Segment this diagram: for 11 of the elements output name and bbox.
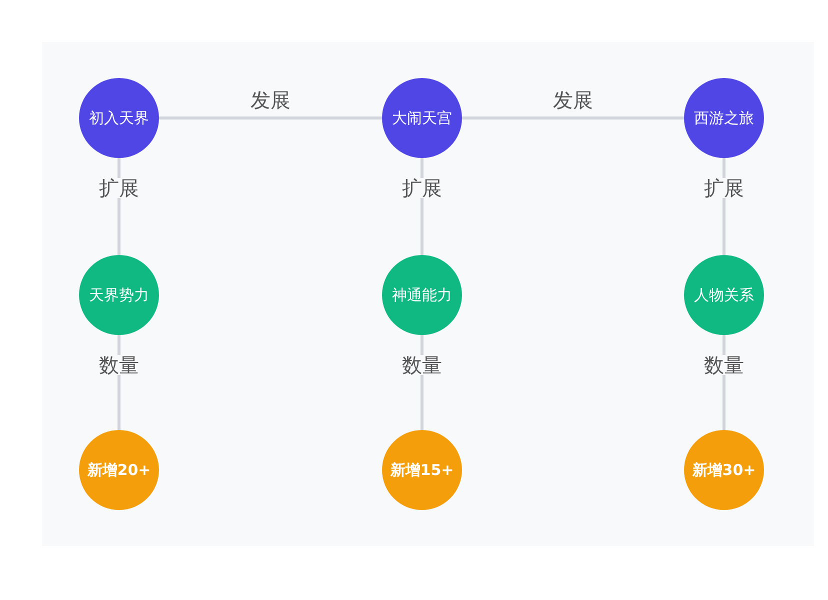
node-text: 新增30+ (692, 460, 756, 480)
node-text: 大闹天宫 (392, 108, 452, 128)
node-text: 西游之旅 (694, 108, 754, 128)
node-text: 新增15+ (390, 460, 454, 480)
node-text: 初入天界 (89, 108, 149, 128)
node-text: 神通能力 (392, 286, 452, 304)
node-text: 新增20+ (87, 460, 151, 480)
node-text: 人物关系 (694, 286, 754, 304)
node-text: 天界势力 (89, 286, 149, 304)
connector-line (159, 116, 382, 120)
connector-line (462, 116, 684, 120)
